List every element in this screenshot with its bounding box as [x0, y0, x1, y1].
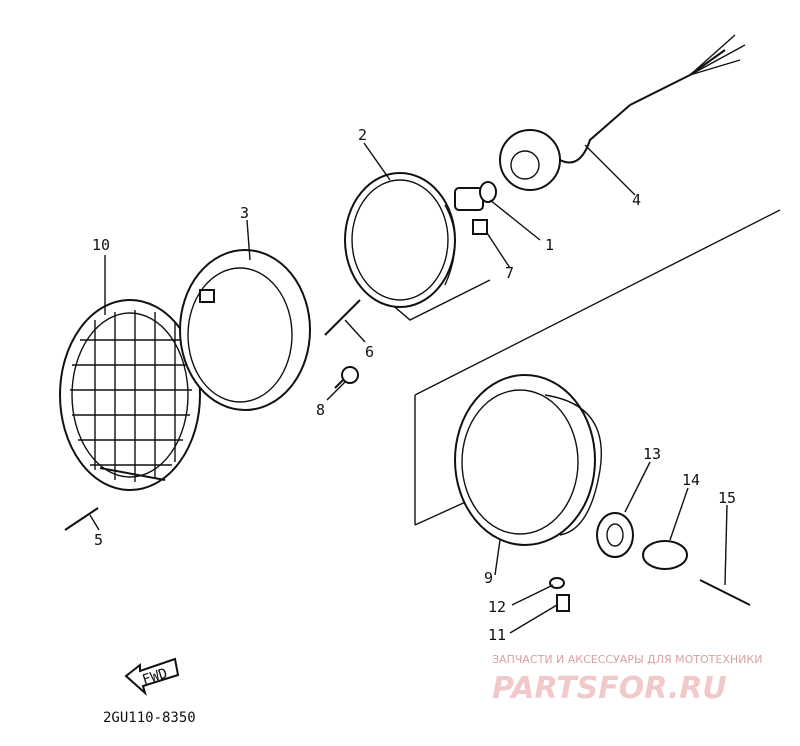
leader-5 — [89, 514, 100, 531]
part-5-bolt — [64, 507, 99, 531]
leader-11 — [509, 604, 558, 634]
label-part-10: 10 — [92, 236, 110, 254]
part-11-screw — [556, 594, 570, 612]
leader-14 — [669, 487, 689, 541]
leader-15 — [724, 504, 728, 586]
part-9-headlight-body — [454, 374, 602, 546]
label-part-7: 7 — [505, 264, 514, 282]
label-part-13: 13 — [643, 445, 661, 463]
leader-7 — [486, 232, 511, 269]
part-15-bolt — [699, 579, 751, 606]
part-3-headlight-rim — [179, 249, 311, 411]
part-2-headlight-lens-unit — [344, 172, 456, 308]
label-part-11: 11 — [488, 626, 506, 644]
label-part-15: 15 — [718, 489, 736, 507]
label-part-4: 4 — [632, 191, 641, 209]
part-7-nut — [472, 219, 488, 235]
label-part-12: 12 — [488, 598, 506, 616]
leader-9 — [494, 539, 501, 576]
label-part-8: 8 — [316, 401, 325, 419]
leader-2 — [363, 142, 391, 181]
part-13-grommet — [596, 512, 634, 558]
label-part-5: 5 — [94, 531, 103, 549]
leader-4 — [584, 144, 636, 196]
leader-3 — [246, 219, 251, 261]
part-10-grille-guard — [59, 299, 201, 491]
watermark-brand: PARTSFOR.RU — [492, 671, 727, 706]
fwd-arrow-icon: FWD — [124, 657, 180, 697]
label-part-14: 14 — [682, 471, 700, 489]
leader-6 — [344, 319, 366, 343]
label-part-9: 9 — [484, 569, 493, 587]
diagram-code: 2GU110-8350 — [103, 710, 196, 726]
part-12-washer — [549, 577, 565, 589]
part-8-screw — [334, 366, 359, 389]
part-1-bulb — [454, 181, 497, 211]
leader-13 — [624, 461, 651, 513]
part-14-collar — [642, 540, 688, 570]
label-part-6: 6 — [365, 343, 374, 361]
part-4-socket-cord — [499, 34, 746, 191]
leader-12 — [511, 584, 554, 606]
part-6-adjusting-screw — [324, 299, 361, 336]
assembly-frame-lines — [414, 209, 781, 526]
label-part-1: 1 — [545, 236, 554, 254]
fwd-label: FWD — [140, 666, 169, 689]
label-part-3: 3 — [240, 204, 249, 222]
watermark-caption: ЗАПЧАСТИ И АКСЕССУАРЫ ДЛЯ МОТОТЕХНИКИ — [492, 653, 762, 666]
label-part-2: 2 — [358, 126, 367, 144]
leader-1 — [489, 199, 541, 241]
leader-8 — [326, 381, 346, 401]
